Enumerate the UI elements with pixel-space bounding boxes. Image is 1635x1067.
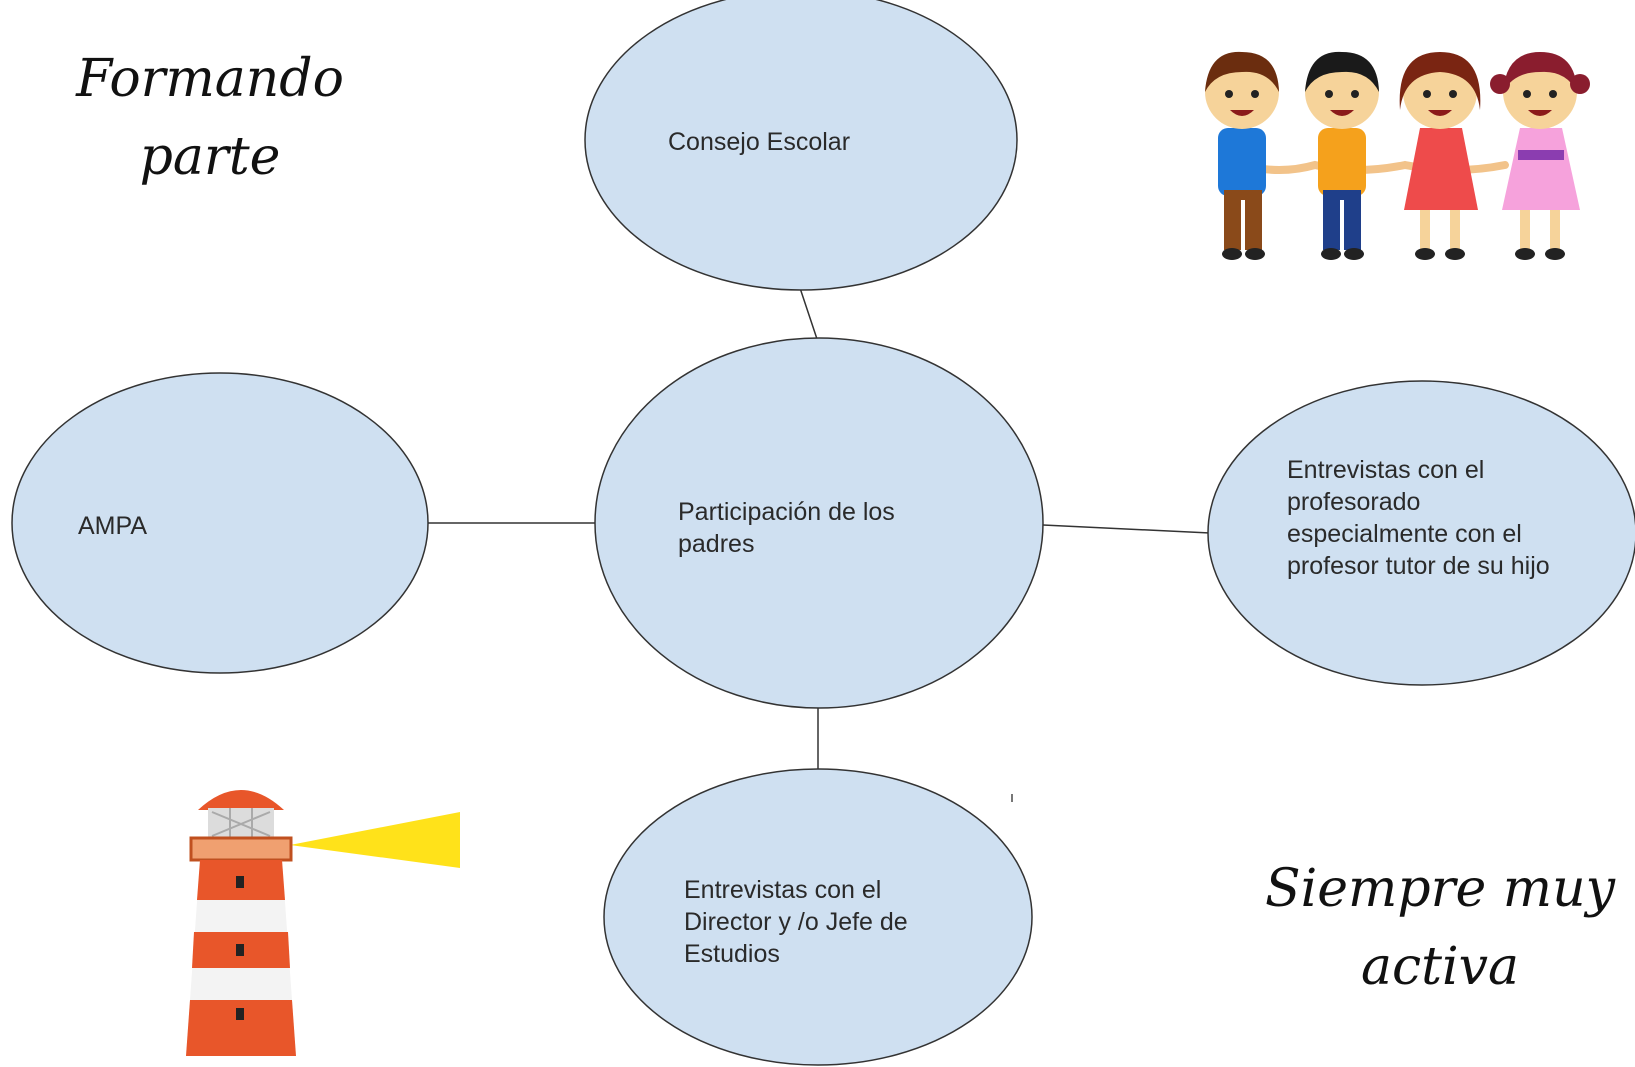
lighthouse-icon	[186, 790, 460, 1056]
caption-bottom-right: Siempre muy activa	[1250, 850, 1630, 1006]
node-bottom-ellipse	[603, 768, 1033, 1066]
children-holding-hands-icon	[1205, 51, 1590, 260]
caption-bottom-right-line-2: activa	[1360, 937, 1520, 997]
node-left-label: AMPA	[78, 512, 147, 540]
caption-top-left-line-1: Formando	[76, 49, 344, 109]
node-right-ellipse	[1207, 380, 1635, 686]
connector-top	[799, 287, 819, 343]
node-right-label: Entrevistas con el profesorado especialm…	[1287, 456, 1550, 580]
connector-right	[1042, 524, 1211, 534]
node-center-label: Participación de los padres	[678, 498, 895, 558]
caption-top-left: Formando parte	[60, 40, 360, 196]
node-left-ellipse	[11, 372, 429, 674]
node-center-ellipse	[594, 337, 1044, 709]
caption-bottom-right-line-1: Siempre muy	[1265, 859, 1615, 919]
caption-top-left-line-2: parte	[139, 127, 281, 187]
node-bottom-label: Entrevistas con el Director y /o Jefe de…	[684, 876, 908, 968]
node-top-label: Consejo Escolar	[668, 128, 851, 156]
node-top-ellipse	[584, 0, 1018, 291]
